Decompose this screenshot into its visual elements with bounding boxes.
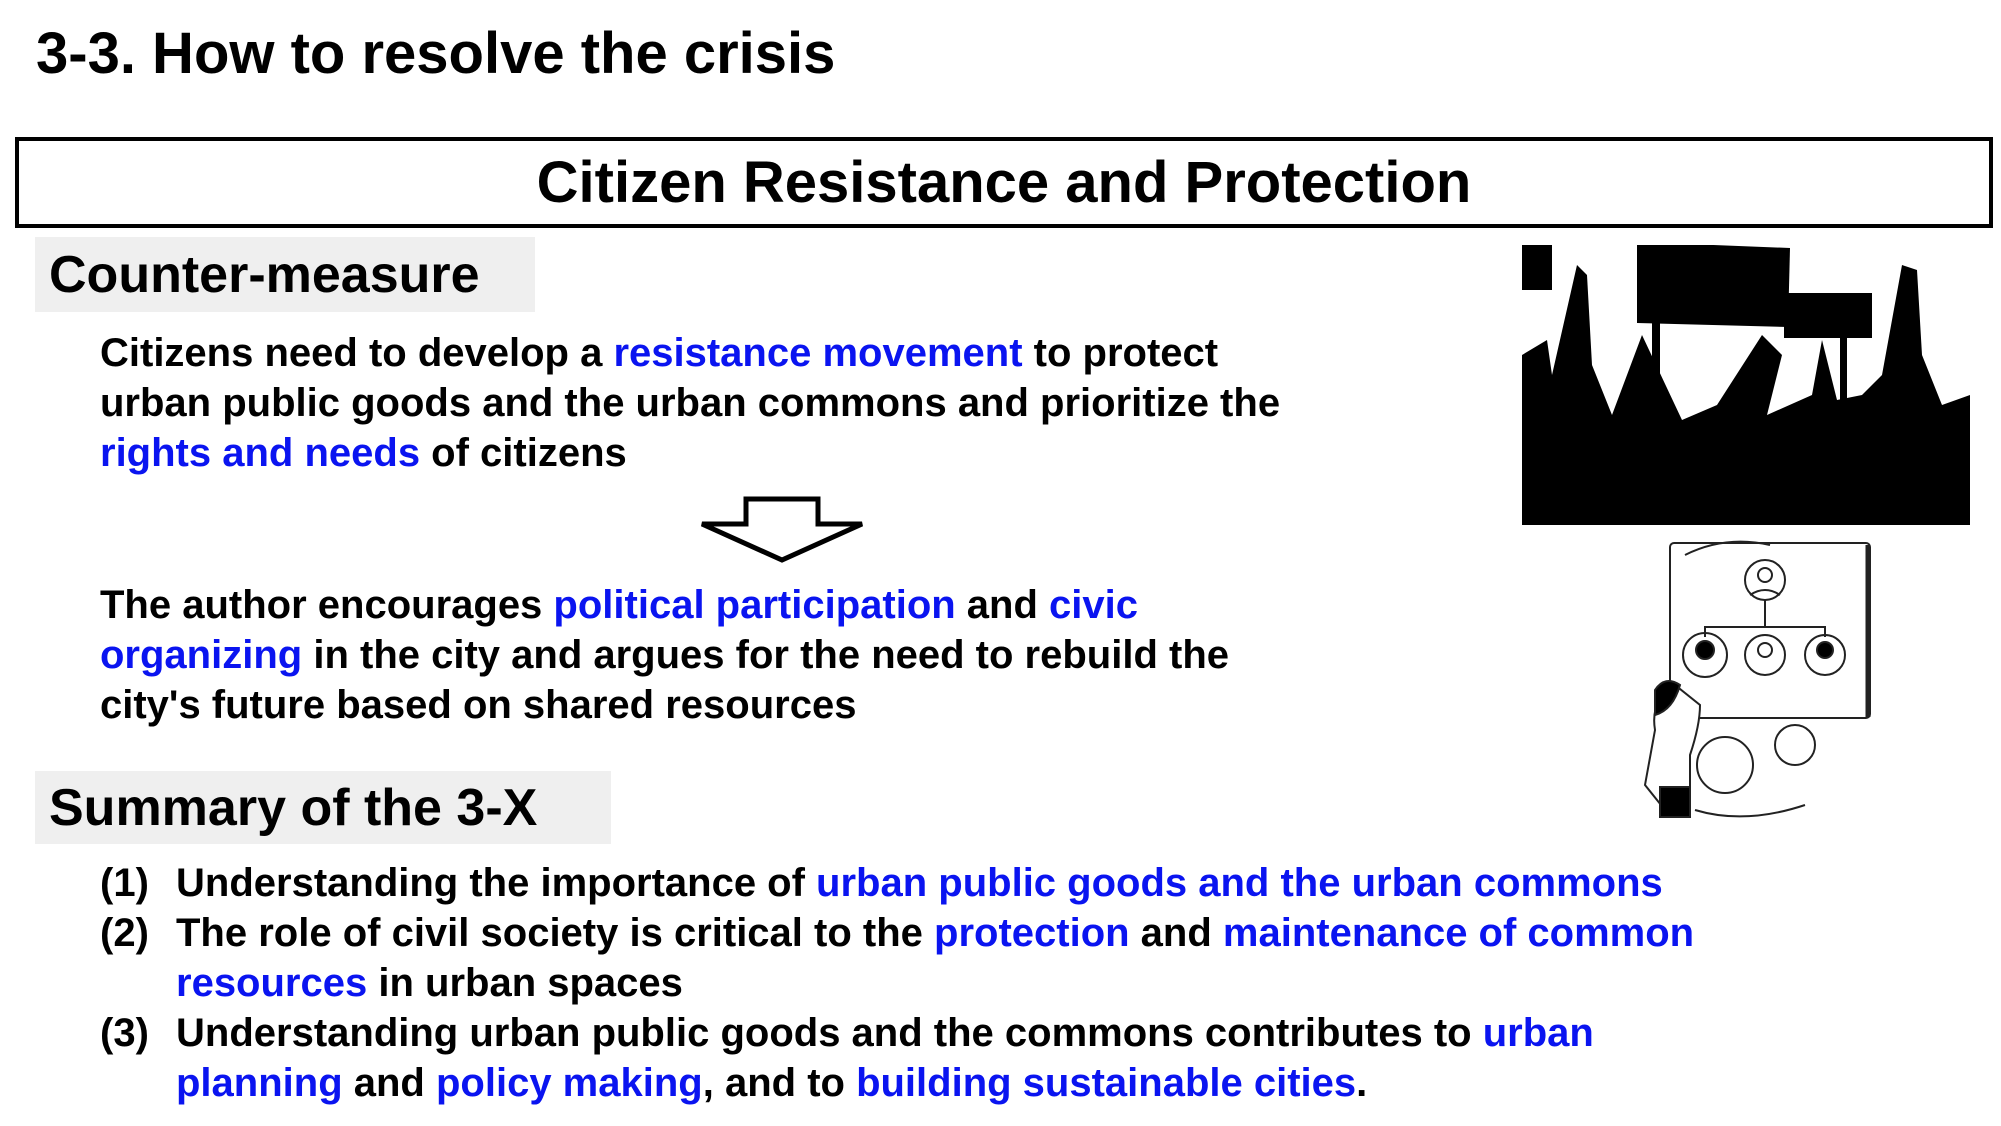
summary-item-line: Understanding the importance of urban pu… <box>176 858 1663 908</box>
summary-item-number: (2) <box>100 911 149 955</box>
highlighted-phrase: policy making <box>435 1061 703 1105</box>
summary-item-line: Understanding urban public goods and the… <box>176 1008 1594 1058</box>
summary-item-number: (1) <box>100 861 149 905</box>
summary-heading: Summary of the 3-X <box>49 778 538 837</box>
highlighted-phrase: rights and needs <box>100 431 421 475</box>
down-arrow-icon <box>700 496 864 563</box>
text-segment: city's future based on shared resources <box>100 683 857 727</box>
highlighted-phrase: civic <box>1049 583 1138 627</box>
summary-item-line: planning and policy making, and to build… <box>176 1058 1367 1108</box>
text-segment: and <box>1129 911 1223 955</box>
text-segment: and <box>342 1061 436 1105</box>
text-segment: Understanding urban public goods and the… <box>176 1011 1483 1055</box>
text-segment: The role of civil society is critical to… <box>176 911 935 955</box>
paragraph-line: The author encourages political particip… <box>100 580 1138 630</box>
text-segment: . <box>1356 1061 1368 1105</box>
highlighted-phrase: maintenance of common <box>1222 911 1695 955</box>
section-banner: Citizen Resistance and Protection <box>15 137 1993 228</box>
org-chart-illustration <box>1643 540 1871 818</box>
counter-measure-heading: Counter-measure <box>49 245 480 304</box>
paragraph-line: rights and needs of citizens <box>100 428 627 478</box>
text-segment: The author encourages <box>100 583 554 627</box>
banner-title: Citizen Resistance and Protection <box>536 150 1472 215</box>
text-segment: urban public goods and the urban commons… <box>100 381 1281 425</box>
text-segment: Understanding the importance of <box>176 861 817 905</box>
text-segment: in urban spaces <box>367 961 683 1005</box>
summary-label: Summary of the 3-X <box>35 771 611 844</box>
paragraph-line: Citizens need to develop a resistance mo… <box>100 328 1218 378</box>
highlighted-phrase: urban <box>1482 1011 1594 1055</box>
summary-item-line: resources in urban spaces <box>176 958 683 1008</box>
paragraph-line: city's future based on shared resources <box>100 680 856 730</box>
text-segment: in the city and argues for the need to r… <box>302 633 1229 677</box>
highlighted-phrase: organizing <box>100 633 303 677</box>
summary-item-line: The role of civil society is critical to… <box>176 908 1694 958</box>
protest-crowd-image <box>1522 245 1970 525</box>
highlighted-phrase: urban public goods and the urban commons <box>816 861 1663 905</box>
text-segment: of citizens <box>420 431 627 475</box>
paragraph-line: urban public goods and the urban commons… <box>100 378 1280 428</box>
highlighted-phrase: political participation <box>553 583 956 627</box>
text-segment: to protect <box>1022 331 1219 375</box>
text-segment: Citizens need to develop a <box>100 331 614 375</box>
counter-measure-label: Counter-measure <box>35 237 535 312</box>
highlighted-phrase: resistance movement <box>613 331 1023 375</box>
highlighted-phrase: building sustainable cities <box>856 1061 1357 1105</box>
highlighted-phrase: protection <box>934 911 1130 955</box>
text-segment: , and to <box>702 1061 857 1105</box>
paragraph-line: organizing in the city and argues for th… <box>100 630 1229 680</box>
page-title: 3-3. How to resolve the crisis <box>36 21 836 86</box>
highlighted-phrase: resources <box>176 961 368 1005</box>
text-segment: and <box>955 583 1050 627</box>
summary-item-number: (3) <box>100 1011 149 1055</box>
highlighted-phrase: planning <box>176 1061 343 1105</box>
